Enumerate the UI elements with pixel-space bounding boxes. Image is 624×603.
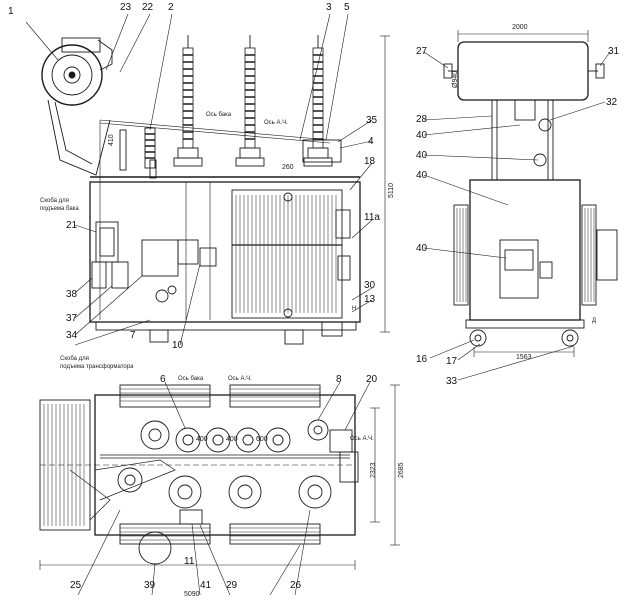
- callout-29: 29: [226, 580, 238, 591]
- note-tank-bracket-1: Скоба для: [40, 198, 69, 204]
- note-letter-h: Н: [352, 306, 357, 312]
- callout-13: 13: [364, 294, 376, 305]
- callout-40-b: 40: [416, 150, 428, 161]
- callout-20: 20: [366, 374, 378, 385]
- callout-21: 21: [66, 220, 78, 231]
- conservator-front: [41, 37, 113, 176]
- callout-33: 33: [446, 376, 458, 387]
- dim-side-base: 1563: [516, 354, 532, 361]
- callout-2: 2: [168, 2, 174, 13]
- callout-30: 30: [364, 280, 376, 291]
- callout-40-d: 40: [416, 243, 428, 254]
- callout-41: 41: [200, 580, 212, 591]
- dim-pitch-c: 600: [256, 436, 268, 443]
- callout-16: 16: [416, 354, 428, 365]
- callout-6: 6: [160, 374, 166, 385]
- callout-37: 37: [66, 313, 78, 324]
- callout-39: 39: [144, 580, 156, 591]
- dim-410: 410: [108, 134, 115, 146]
- callout-26: 26: [290, 580, 302, 591]
- callout-27: 27: [416, 46, 428, 57]
- radiator-front: [231, 189, 343, 319]
- note-tank-axis: Ось бака: [206, 112, 232, 118]
- callout-1: 1: [8, 6, 14, 17]
- dim-plan-width: 5090: [184, 591, 200, 598]
- dim-right-height: 5110: [388, 182, 395, 198]
- note-transformer-bracket-1: Скоба для: [60, 356, 89, 362]
- callout-7: 7: [130, 330, 136, 341]
- callout-25: 25: [70, 580, 82, 591]
- dim-cons-diam: Ø940: [452, 70, 459, 88]
- dim-260: 260: [282, 164, 294, 171]
- callout-23: 23: [120, 2, 132, 13]
- callout-38: 38: [66, 289, 78, 300]
- note-letter-d: Д: [592, 318, 597, 324]
- callout-11: 11: [184, 556, 195, 567]
- note-tank-bracket-2: подъема бака: [40, 206, 79, 212]
- dim-plan-inner: 2323: [370, 462, 377, 478]
- callout-40-a: 40: [416, 130, 428, 141]
- callout-32: 32: [606, 97, 618, 108]
- callout-22: 22: [142, 2, 154, 13]
- note-plan-hv-axis: Ось А.Ч.: [228, 376, 252, 382]
- callout-18: 18: [364, 156, 376, 167]
- dim-top-width: 2000: [512, 24, 528, 31]
- callout-17: 17: [446, 356, 458, 367]
- note-transformer-bracket-2: подъема трансформатора: [60, 364, 134, 370]
- plan-view: [39, 381, 400, 596]
- callout-31: 31: [608, 46, 620, 57]
- callout-8: 8: [336, 374, 342, 385]
- callout-5: 5: [344, 2, 350, 13]
- dim-pitch-a: 400: [196, 436, 208, 443]
- callout-11a: 11а: [364, 212, 380, 223]
- note-hv-axis: Ось А.Ч.: [264, 120, 288, 126]
- callout-28: 28: [416, 114, 428, 125]
- callout-10: 10: [172, 340, 184, 351]
- callout-40-c: 40: [416, 170, 428, 181]
- note-plan-hv-axis-right: Ось А.Ч.: [350, 436, 374, 442]
- callout-3: 3: [326, 2, 332, 13]
- dim-pitch-b: 400: [226, 436, 238, 443]
- dim-plan-outer: 2685: [398, 462, 405, 478]
- conservator-side: [443, 30, 605, 101]
- note-plan-tank-axis: Ось бака: [178, 376, 204, 382]
- callout-34: 34: [66, 330, 78, 341]
- hv-bushings: [119, 35, 333, 179]
- callout-35: 35: [366, 115, 378, 126]
- callout-4: 4: [368, 136, 374, 147]
